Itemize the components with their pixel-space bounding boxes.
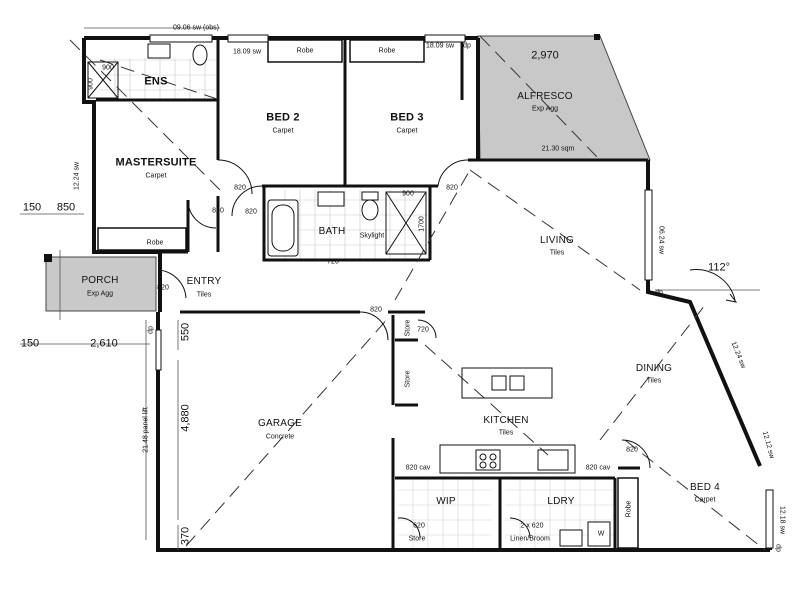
room-bed4-finish: Carpet [694, 496, 716, 504]
porch-area [45, 256, 157, 312]
room-mastersuite: MASTERSUITE [115, 156, 197, 169]
dim-sw-0624: 06.24 sw [657, 225, 665, 255]
robe-label-bed3: Robe [378, 47, 396, 55]
room-bed4: BED 4 [690, 482, 720, 493]
room-living: LIVING [540, 235, 574, 246]
dim-dp-garage: dp [147, 326, 155, 334]
washer-label: W [597, 530, 605, 538]
dim-2610: 2,610 [90, 337, 118, 350]
dim-dp-dining: dp [655, 289, 663, 297]
dim-150-top: 150 [22, 201, 42, 214]
dim-820-bed3: 820 [446, 184, 458, 192]
dim-sw-18-left: 18.09 sw [232, 48, 262, 56]
room-kitchen: KITCHEN [483, 415, 529, 426]
room-ens: ENS [144, 75, 168, 88]
room-mastersuite-finish: Carpet [145, 172, 167, 180]
room-alfresco-area: 21.30 sqm [541, 145, 575, 153]
room-porch-finish: Exp Agg [86, 290, 114, 298]
room-kitchen-finish: Tiles [498, 429, 514, 437]
dim-720-store: 720 [417, 326, 429, 334]
room-garage: GARAGE [258, 418, 302, 429]
dim-panel-lift: 21.48 panel lift [142, 407, 150, 453]
dim-820-bed4: 820 [626, 446, 638, 454]
windows [149, 34, 774, 549]
door-swings [157, 159, 651, 539]
store-label-upper: Store [404, 319, 412, 337]
angle-marker [689, 269, 738, 303]
dim-angle: 112° [708, 261, 730, 274]
dim-dp-top: dp [463, 42, 471, 50]
store-label-wip: Store [408, 535, 426, 543]
room-alfresco-finish: Exp Agg [531, 105, 559, 113]
room-alfresco: ALFRESCO [517, 91, 573, 102]
dim-620-wip: 620 [413, 522, 425, 530]
store-label-lower: Store [404, 370, 412, 388]
dim-top-sw: 09.06 sw (obs) [173, 24, 219, 32]
dim-4880: 4,880 [179, 404, 192, 432]
dim-820-cav-right: 820 cav [585, 464, 611, 472]
dim-820-garage: 820 [370, 306, 382, 314]
room-dining: DINING [635, 363, 673, 374]
room-bed3: BED 3 [390, 111, 424, 124]
interior-walls [96, 38, 648, 550]
dim-1700-shower: 1700 [418, 216, 426, 232]
dim-900-ens: 900 [102, 64, 114, 72]
dim-2x620-linen: 2 x 620 [520, 522, 544, 530]
dim-sw-1224-left: 12.24 sw [73, 161, 81, 191]
dim-sw-1218: 12.18 sw [778, 505, 786, 535]
dim-820-entry: 820 [157, 284, 169, 292]
ensuite-tiles [100, 58, 218, 100]
dim-alfresco-width: 2,970 [531, 49, 559, 62]
dim-370: 370 [179, 526, 192, 546]
linen-broom-label: Linen/Broom [510, 535, 550, 543]
skylight-label: Skylight [359, 232, 385, 240]
room-entry: ENTRY [186, 276, 222, 287]
robe-label-master: Robe [146, 239, 164, 247]
room-garage-finish: Concrete [265, 433, 295, 441]
dim-550: 550 [179, 322, 192, 342]
dim-820-cav-left: 820 cav [405, 464, 431, 472]
room-entry-finish: Tiles [196, 291, 212, 299]
bath-fixtures [87, 43, 611, 547]
dim-150-bottom: 150 [20, 337, 40, 350]
corner-column [594, 34, 600, 40]
dim-820-master: 820 [212, 207, 224, 215]
robes [97, 39, 639, 549]
kitchen-fixtures [439, 367, 576, 474]
dim-820-bed2: 820 [234, 184, 246, 192]
wip-tiles [398, 478, 492, 548]
dim-720-bath: 720 [327, 258, 339, 266]
dim-820-bath: 820 [245, 208, 257, 216]
robe-label-bed2: Robe [296, 47, 314, 55]
room-bed2-finish: Carpet [272, 127, 294, 135]
room-ldry: LDRY [547, 496, 575, 507]
room-bed2: BED 2 [266, 111, 300, 124]
porch-column [44, 254, 52, 262]
dim-850: 850 [56, 201, 76, 214]
dim-sw-18-right: 18.09 sw [425, 42, 455, 50]
room-dining-finish: Tiles [646, 377, 662, 385]
room-wip: WIP [436, 496, 456, 507]
dim-900-bath: 900 [402, 190, 414, 198]
dimension-lines [20, 27, 760, 550]
dim-dp-bed4: dp [775, 544, 783, 552]
room-bed3-finish: Carpet [396, 127, 418, 135]
room-porch: PORCH [81, 275, 119, 286]
dim-900-ens-vert: 900 [87, 78, 95, 90]
room-living-finish: Tiles [549, 249, 565, 257]
room-bath: BATH [318, 226, 346, 237]
robe-label-bed4: Robe [625, 500, 633, 518]
